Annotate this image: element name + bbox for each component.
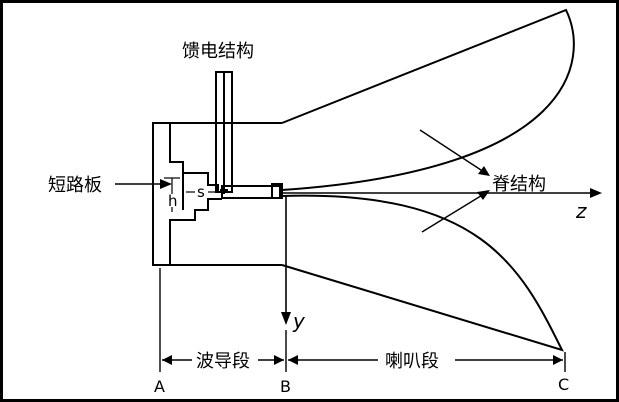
y-axis bbox=[281, 196, 291, 325]
horn-lower-flare bbox=[281, 194, 564, 352]
horn-section-dimension bbox=[288, 355, 563, 365]
section-markers bbox=[159, 268, 566, 372]
waveguide-section-dimension bbox=[162, 355, 284, 365]
ridge-in-waveguide bbox=[221, 183, 283, 199]
point-a-label: A bbox=[154, 377, 165, 396]
ridge-structure-label: 脊结构 bbox=[492, 174, 546, 195]
horn-upper-flare bbox=[281, 8, 575, 191]
waveguide-section-label: 波导段 bbox=[196, 351, 250, 372]
point-c-label: C bbox=[558, 375, 569, 394]
ridge-pointers bbox=[419, 129, 490, 233]
z-axis-label: z bbox=[575, 199, 587, 223]
z-axis bbox=[282, 188, 602, 198]
y-axis-label: y bbox=[292, 309, 306, 333]
h-label: h bbox=[168, 192, 178, 210]
short-plate-label: 短路板 bbox=[48, 175, 102, 196]
s-label: s bbox=[197, 183, 205, 201]
horn-section-label: 喇叭段 bbox=[385, 351, 439, 372]
short-plate-arrow bbox=[115, 179, 172, 189]
h-dimension bbox=[164, 177, 180, 212]
point-b-label: B bbox=[280, 377, 291, 396]
feed-structure-label: 馈电结构 bbox=[182, 41, 254, 62]
feed-structure bbox=[215, 71, 233, 194]
